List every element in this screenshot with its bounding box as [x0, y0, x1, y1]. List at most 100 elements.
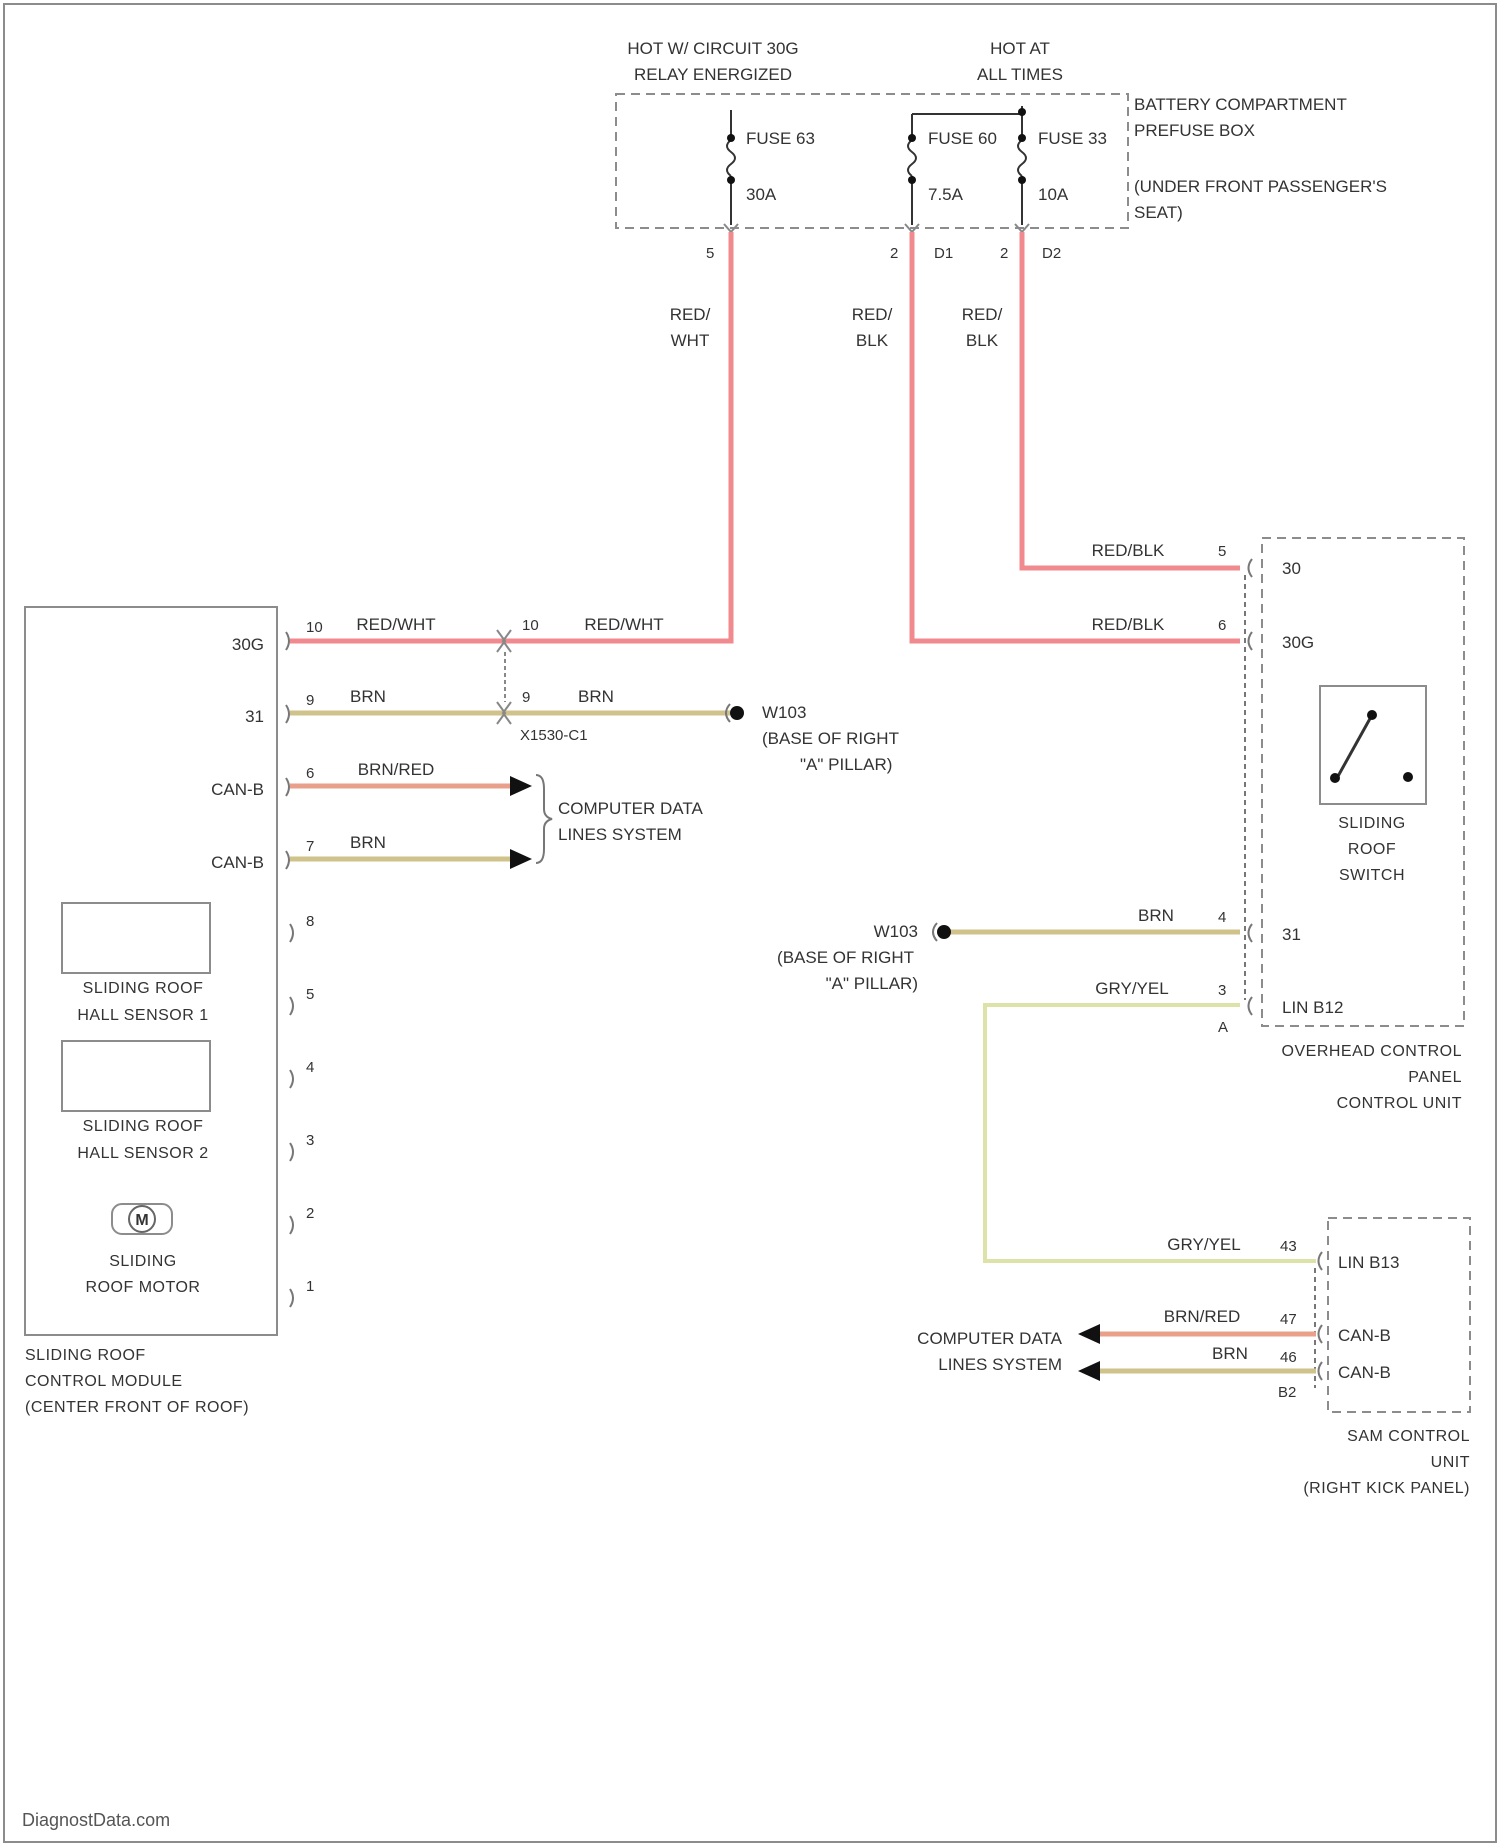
- ground-1-name: W103: [762, 703, 806, 722]
- fuse-33-rating: 10A: [1038, 185, 1069, 204]
- wire-label-red-blk-h1: RED/BLK: [1092, 541, 1165, 560]
- can-brace-left: [536, 775, 552, 863]
- fuse-63-pin: 5: [706, 245, 714, 262]
- sam-name-2: UNIT: [1431, 1454, 1470, 1471]
- fuse-63-rating: 30A: [746, 185, 777, 204]
- can-arrow-left-1: [510, 776, 532, 796]
- sam-term-can-l: CAN-B: [1338, 1363, 1391, 1382]
- overhead-name-3: CONTROL UNIT: [1337, 1095, 1462, 1112]
- fuse-33-name: FUSE 33: [1038, 129, 1107, 148]
- overhead-pin-31: 4: [1218, 909, 1226, 926]
- overhead-term-lin: LIN B12: [1282, 998, 1343, 1017]
- prefuse-box-title-2: PREFUSE BOX: [1134, 121, 1255, 140]
- sam-pin-can-l: 46: [1280, 1349, 1297, 1366]
- module-pin-4: 4: [306, 1059, 314, 1076]
- motor-symbol: M: [135, 1212, 148, 1229]
- wire-label-gry-yel-2: GRY/YEL: [1167, 1235, 1240, 1254]
- hall-sensor-2-label-2: HALL SENSOR 2: [77, 1145, 208, 1162]
- module-pin-3: 3: [306, 1132, 314, 1149]
- overhead-term-30g: 30G: [1282, 633, 1314, 652]
- wire-label-red-blk-v2: BLK: [856, 331, 889, 350]
- hall-sensor-2-label-1: SLIDING ROOF: [83, 1118, 204, 1135]
- watermark: DiagnostData.com: [22, 1810, 170, 1830]
- wire-label-red-blk-h2: RED/BLK: [1092, 615, 1165, 634]
- fuse-60-name: FUSE 60: [928, 129, 997, 148]
- computer-data-left-2: LINES SYSTEM: [558, 825, 682, 844]
- connector-pin-10: 10: [522, 617, 539, 634]
- wire-label-red-wht-h1: RED/WHT: [356, 615, 435, 634]
- wire-label-brn-red-1: BRN/RED: [358, 760, 435, 779]
- fuse-63: [727, 110, 735, 225]
- ground-2-loc-2: "A" PILLAR): [826, 974, 918, 993]
- module-name-2: CONTROL MODULE: [25, 1373, 183, 1390]
- can-arrow-right-2: [1078, 1361, 1100, 1381]
- wire-label-brn-2: BRN: [578, 687, 614, 706]
- module-pin-9: 9: [306, 692, 314, 709]
- module-pin-5: 5: [306, 986, 314, 1003]
- module-term-30g: 30G: [232, 635, 264, 654]
- switch-label-3: SWITCH: [1339, 867, 1405, 884]
- wire-label-brn-4: BRN: [1138, 906, 1174, 925]
- sam-pin-can-h: 47: [1280, 1311, 1297, 1328]
- overhead-conn: A: [1218, 1019, 1228, 1036]
- wire-label-brn-1: BRN: [350, 687, 386, 706]
- module-name-1: SLIDING ROOF: [25, 1347, 146, 1364]
- fuse-33-conn: D2: [1042, 245, 1061, 262]
- can-arrow-left-2: [510, 849, 532, 869]
- wire-red-wht-30g: [290, 232, 731, 641]
- overhead-pin-30: 5: [1218, 543, 1226, 560]
- motor-label-2: ROOF MOTOR: [86, 1279, 201, 1296]
- overhead-term-31: 31: [1282, 925, 1301, 944]
- overhead-name-2: PANEL: [1408, 1069, 1462, 1086]
- hall-sensor-1-label-2: HALL SENSOR 1: [77, 1007, 208, 1024]
- sam-name-3: (RIGHT KICK PANEL): [1303, 1480, 1470, 1497]
- module-pin-markers: [286, 632, 293, 1307]
- fuse-60-conn: D1: [934, 245, 953, 262]
- wire-red-blk-30: [1022, 232, 1240, 568]
- wire-label-red-wht-h2: RED/WHT: [584, 615, 663, 634]
- module-pin-2: 2: [306, 1205, 314, 1222]
- module-pin-8: 8: [306, 913, 314, 930]
- hall-sensor-1: [62, 903, 210, 973]
- hall-sensor-1-label-1: SLIDING ROOF: [83, 980, 204, 997]
- overhead-name-1: OVERHEAD CONTROL: [1282, 1043, 1462, 1060]
- sam-term-can-h: CAN-B: [1338, 1326, 1391, 1345]
- wire-red-blk-30g: [912, 232, 1240, 641]
- inline-connector-x1530: [497, 630, 511, 724]
- overhead-pin-30g: 6: [1218, 617, 1226, 634]
- fuse-60-pin: 2: [890, 245, 898, 262]
- module-term-31: 31: [245, 707, 264, 726]
- hot-circuit-label-2: RELAY ENERGIZED: [634, 65, 792, 84]
- motor-label-1: SLIDING: [109, 1253, 177, 1270]
- wire-label-red-wht-v1: RED/: [670, 305, 711, 324]
- switch-label-1: SLIDING: [1338, 815, 1406, 832]
- overhead-pin-lin: 3: [1218, 982, 1226, 999]
- module-pin-7: 7: [306, 838, 314, 855]
- fuse-60-rating: 7.5A: [928, 185, 964, 204]
- module-pin-10: 10: [306, 619, 323, 636]
- ground-2-loc-1: (BASE OF RIGHT: [777, 948, 914, 967]
- can-arrow-right-1: [1078, 1324, 1100, 1344]
- ground-1-loc-1: (BASE OF RIGHT: [762, 729, 899, 748]
- prefuse-box-loc-1: (UNDER FRONT PASSENGER'S: [1134, 177, 1387, 196]
- hot-all-label-2: ALL TIMES: [977, 65, 1063, 84]
- wire-label-red-blk-v4: BLK: [966, 331, 999, 350]
- sam-conn: B2: [1278, 1384, 1296, 1401]
- module-pin-1: 1: [306, 1278, 314, 1295]
- module-term-can-h: CAN-B: [211, 780, 264, 799]
- connector-name: X1530-C1: [520, 727, 588, 744]
- sam-pin-markers: [1315, 1252, 1322, 1388]
- module-name-3: (CENTER FRONT OF ROOF): [25, 1399, 249, 1416]
- wire-gry-yel-lin: [985, 1005, 1316, 1261]
- sam-control-unit: [1328, 1218, 1470, 1412]
- prefuse-box-title-1: BATTERY COMPARTMENT: [1134, 95, 1347, 114]
- wire-label-brn-red-2: BRN/RED: [1164, 1307, 1241, 1326]
- computer-data-right-1: COMPUTER DATA: [917, 1329, 1062, 1348]
- ground-2-name: W103: [874, 922, 918, 941]
- fuse-33-pin: 2: [1000, 245, 1008, 262]
- sam-name-1: SAM CONTROL: [1347, 1428, 1470, 1445]
- wire-label-red-blk-v3: RED/: [962, 305, 1003, 324]
- wire-label-brn-3: BRN: [350, 833, 386, 852]
- fuse-33: [1018, 106, 1026, 225]
